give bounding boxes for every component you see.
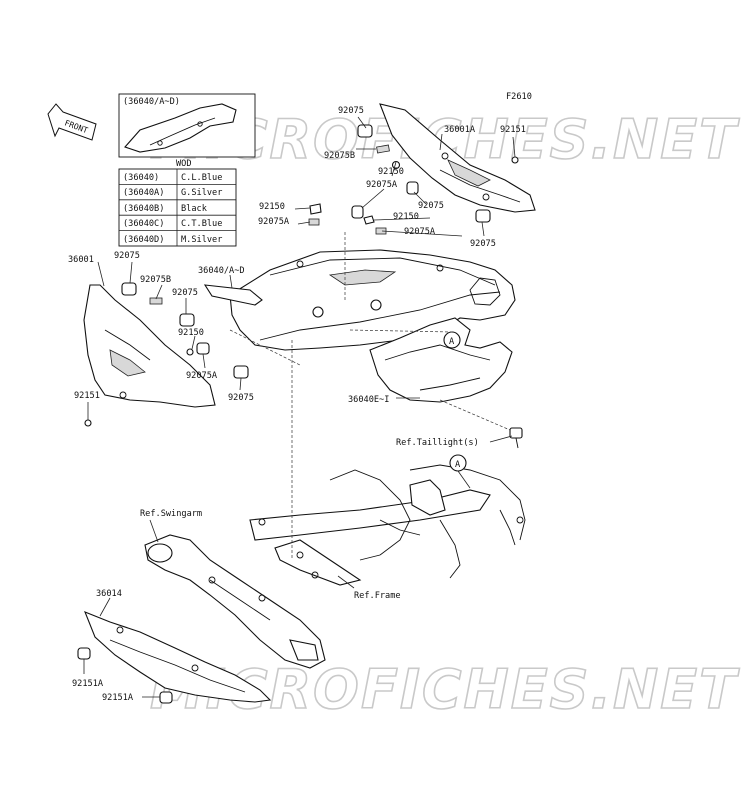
part-label: 36001A [444,125,476,135]
part-label: Ref.Frame [354,591,401,601]
swingarm [144,534,326,669]
fasteners-upper-right [308,124,519,235]
part-label: Ref.Swingarm [140,509,202,519]
part-label: 92150 [178,328,204,338]
part-label: 92150 [393,212,419,222]
side-cover-left [83,284,216,408]
part-label: 92151A [72,679,104,689]
color-row-code: (36040A) [123,188,164,198]
chain-cover [77,611,272,704]
part-label: 36001 [68,255,94,265]
part-label: 92075A [366,180,398,190]
color-table: WOD (36040) C.L.Blue (36040A) G.Silver (… [118,159,237,247]
part-label: 92151A [102,693,134,703]
part-label: 92075B [324,151,355,161]
part-label: Ref.Taillight(s) [396,438,479,448]
taillight-bracket [509,427,523,449]
inset-box: (36040/A~D) [118,93,256,158]
inner-strip [203,284,263,306]
leader-lines [83,116,516,698]
part-label: 92075A [186,371,218,381]
part-label: 92151 [74,391,100,401]
inset-label: (36040/A~D) [123,97,180,107]
part-label: 92075 [418,201,444,211]
part-label: 92151 [500,125,526,135]
part-label: 92075 [172,288,198,298]
rear-frame [249,464,526,586]
front-arrow-icon: FRONT [47,103,97,141]
color-row-name: C.L.Blue [181,173,222,183]
callout-a-upper: A [443,331,461,349]
part-label: 92075 [114,251,140,261]
color-row-code: (36040C) [123,219,164,229]
part-label: 92075B [140,275,171,285]
part-label: 36014 [96,589,122,599]
part-label: 36040E~I [348,395,389,405]
side-cover-right [379,103,536,213]
callout-a-text: A [449,337,455,347]
color-row-code: (36040) [123,173,159,183]
color-row-code: (36040B) [123,204,164,214]
tail-cowl [229,249,516,351]
figure-code: F2610 [506,92,532,102]
part-label: 92075A [404,227,436,237]
color-row-name: Black [181,204,208,214]
part-label: 92075 [228,393,254,403]
color-row-name: C.T.Blue [181,219,222,229]
callout-a-text: A [455,460,461,470]
part-label: 92075 [470,239,496,249]
color-table-header: WOD [176,159,192,169]
part-label: 36040/A~D [198,266,245,276]
inner-cover-lower [369,317,513,403]
fasteners-left [84,282,249,427]
color-row-code: (36040D) [123,235,164,245]
part-label: 92075 [338,106,364,116]
part-label: 92150 [378,167,404,177]
part-label: 92150 [259,202,285,212]
color-row-name: G.Silver [181,188,222,198]
part-label: 92075A [258,217,290,227]
color-row-name: M.Silver [181,235,222,245]
callout-a-lower: A [449,454,471,489]
